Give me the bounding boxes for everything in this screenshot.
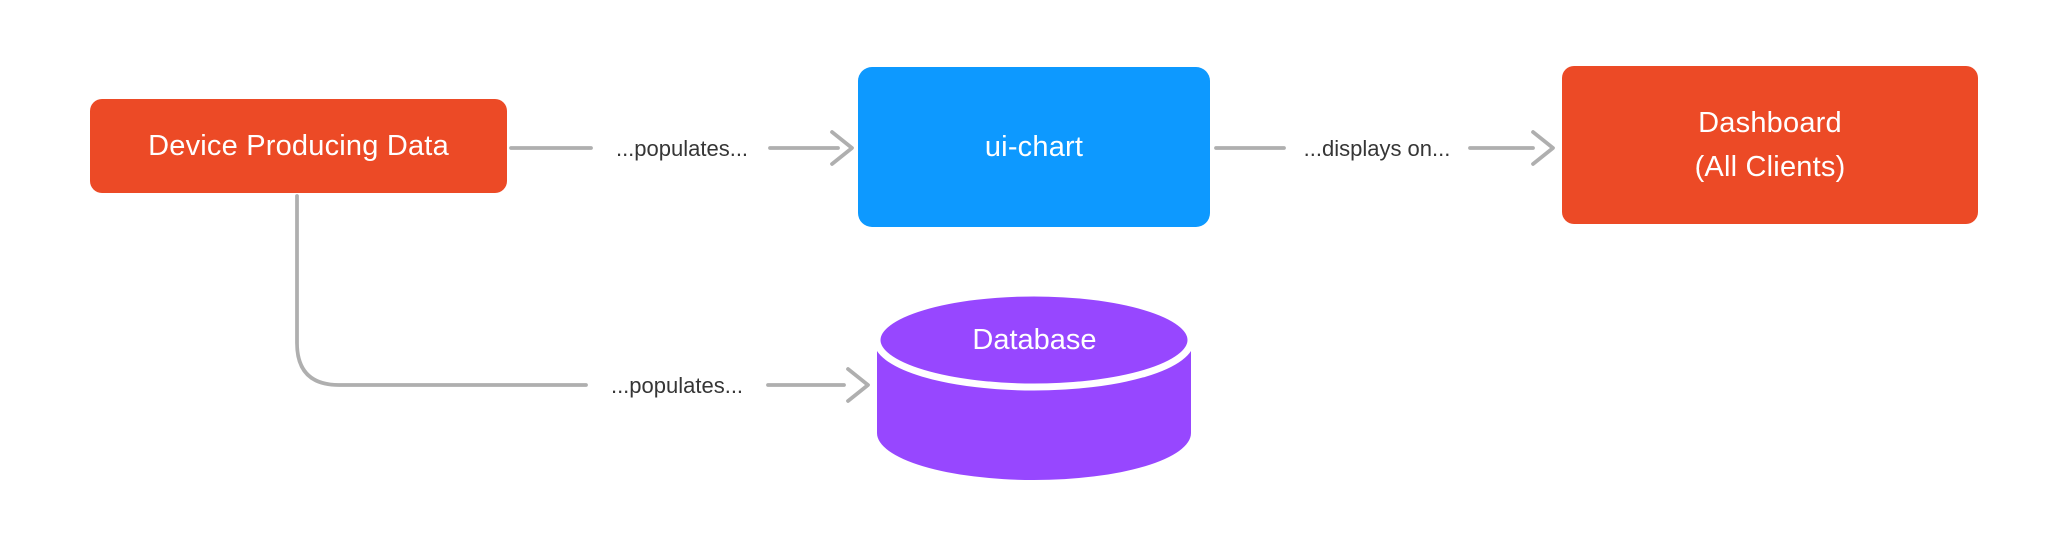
node-dashboard-label-line1: Dashboard (1698, 107, 1842, 139)
edge-device-to-database-line-start (295, 194, 588, 387)
node-ui-chart-label: ui-chart (984, 131, 1084, 163)
node-device-label: Device Producing Data (148, 130, 449, 162)
node-database-label: Database (972, 323, 1097, 356)
edge-label-populates-top: ...populates... (615, 136, 749, 161)
arrowhead-icon (1531, 130, 1555, 166)
arrowhead-icon (830, 130, 854, 166)
node-database-label-container: Database (877, 293, 1192, 387)
arrowhead-icon (846, 367, 870, 403)
database-cylinder-top (873, 289, 1195, 391)
database-cylinder (873, 289, 1195, 480)
node-device-producing-data: Device Producing Data (90, 99, 507, 193)
node-dashboard: Dashboard (All Clients) (1562, 66, 1978, 224)
edge-label-displays-on: ...displays on... (1303, 136, 1451, 161)
edge-label-populates-bottom: ...populates... (610, 373, 744, 398)
node-ui-chart: ui-chart (858, 67, 1210, 227)
node-dashboard-label: Dashboard (All Clients) (1695, 101, 1846, 189)
node-dashboard-label-line2: (All Clients) (1694, 151, 1846, 183)
database-cylinder-body (877, 340, 1191, 480)
